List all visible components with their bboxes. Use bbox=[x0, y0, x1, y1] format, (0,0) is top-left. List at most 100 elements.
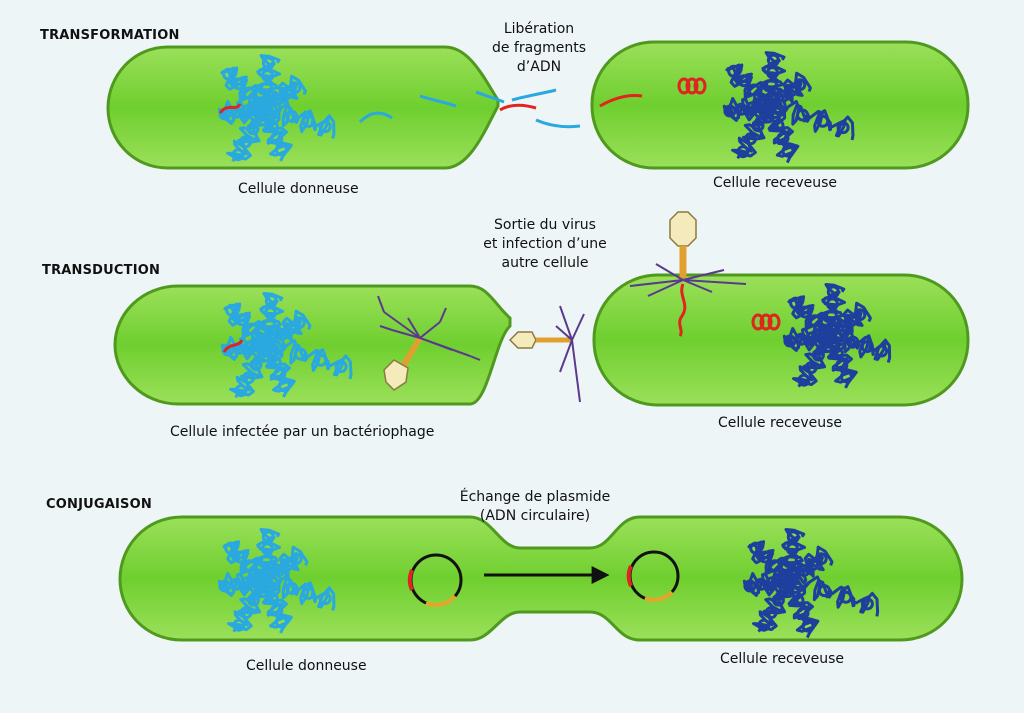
dna-loop bbox=[270, 131, 284, 145]
free-dna-fragment bbox=[535, 118, 581, 129]
dna-loop bbox=[791, 594, 805, 607]
dna-loop bbox=[221, 343, 235, 357]
dna-loop bbox=[285, 581, 299, 595]
dna-loop bbox=[776, 131, 790, 145]
red-dna-loop bbox=[685, 77, 699, 95]
integrated-red-dna bbox=[751, 313, 781, 331]
event-label-line: et infection d’une bbox=[483, 236, 607, 252]
dna-strand bbox=[261, 309, 312, 355]
free-dna-fragment bbox=[475, 90, 505, 104]
dna-loop bbox=[302, 114, 315, 128]
dna-strand bbox=[256, 577, 293, 634]
dna-loop bbox=[757, 618, 771, 632]
event-label-line: Échange de plasmide bbox=[459, 489, 611, 505]
transduction-donor-label: Cellule infectée par un bactériophage bbox=[170, 424, 435, 440]
dna-strand bbox=[821, 332, 858, 389]
dna-loop bbox=[273, 367, 287, 381]
dna-loop bbox=[235, 313, 249, 327]
transformation-donor-label: Cellule donneuse bbox=[238, 181, 359, 197]
dna-loop bbox=[318, 120, 332, 134]
dna-loop bbox=[801, 619, 815, 633]
dna-loop bbox=[242, 86, 256, 100]
dna-loop bbox=[811, 348, 825, 362]
dna-loop bbox=[785, 83, 798, 97]
free-dna-fragment bbox=[419, 94, 457, 108]
injected-red-dna bbox=[678, 283, 687, 337]
dna-loop bbox=[830, 347, 844, 361]
dna-strand bbox=[226, 105, 270, 163]
dna-loop bbox=[796, 606, 810, 620]
donor-red-dna-segment bbox=[222, 339, 244, 353]
dna-loop bbox=[294, 347, 307, 361]
donor-chromosome bbox=[217, 528, 336, 634]
dna-loop bbox=[789, 296, 803, 310]
dna-loop bbox=[239, 606, 253, 620]
dna-loop bbox=[263, 306, 277, 320]
dna-loop bbox=[246, 593, 260, 607]
dna-loop bbox=[747, 83, 761, 97]
recipient-chromosome bbox=[722, 51, 855, 164]
dna-loop bbox=[814, 552, 828, 566]
dna-loop bbox=[839, 590, 853, 604]
donor-chromosome bbox=[220, 292, 353, 399]
dna-loop bbox=[785, 542, 799, 556]
donor-cell bbox=[106, 45, 500, 170]
dna-loop bbox=[260, 554, 273, 568]
dna-strand bbox=[783, 545, 834, 591]
dna-loop bbox=[234, 384, 248, 398]
bacteriophage-inside-cell bbox=[377, 295, 481, 391]
dna-strand bbox=[763, 71, 812, 116]
dna-loop bbox=[231, 148, 245, 162]
dna-loop bbox=[785, 554, 798, 568]
transferred-plasmid bbox=[626, 550, 680, 602]
dna-loop bbox=[232, 77, 246, 91]
event-label-line: d’ADN bbox=[516, 59, 562, 75]
dna-loop bbox=[281, 558, 295, 572]
transformation-title: TRANSFORMATION bbox=[40, 28, 180, 43]
dna-loop bbox=[751, 119, 765, 133]
dna-loop bbox=[766, 66, 779, 80]
dna-loop bbox=[242, 371, 255, 385]
dna-loop bbox=[835, 358, 849, 372]
released-red-dna-fragment bbox=[499, 103, 537, 112]
dna-loop bbox=[270, 603, 284, 617]
conjugation-event-label: Échange de plasmide (ADN circulaire) bbox=[450, 488, 620, 526]
integrated-red-dna bbox=[677, 77, 707, 95]
dna-loop bbox=[836, 121, 850, 135]
transformation-recipient-label: Cellule receveuse bbox=[713, 175, 838, 191]
dna-loop bbox=[764, 606, 778, 620]
dna-loop bbox=[875, 344, 889, 358]
bacteriophage-infecting-cell bbox=[629, 211, 747, 337]
dna-loop bbox=[261, 69, 274, 83]
dna-loop bbox=[314, 353, 328, 367]
red-dna-loop bbox=[693, 77, 707, 95]
dna-loop bbox=[783, 334, 797, 348]
dna-loop bbox=[222, 67, 236, 81]
recipient-chromosome bbox=[782, 283, 892, 389]
dna-loop bbox=[860, 597, 874, 611]
dna-loop bbox=[766, 53, 780, 67]
event-label-line: (ADN circulaire) bbox=[479, 508, 591, 524]
transduction-title: TRANSDUCTION bbox=[42, 263, 161, 278]
free-dna-fragment bbox=[511, 88, 557, 102]
dna-loop bbox=[826, 285, 840, 299]
dna-loop bbox=[771, 593, 785, 607]
red-dna-loop bbox=[767, 313, 781, 331]
dna-loop bbox=[816, 114, 830, 128]
dna-loop bbox=[275, 328, 289, 341]
dna-loop bbox=[268, 356, 282, 370]
dna-loop bbox=[793, 78, 807, 92]
dna-loop bbox=[797, 564, 811, 577]
dna-loop bbox=[768, 559, 782, 573]
donor-red-dna-segment bbox=[218, 103, 242, 114]
dna-loop bbox=[285, 109, 299, 123]
dna-loop bbox=[771, 119, 785, 132]
dna-loop bbox=[243, 559, 257, 573]
dna-loop bbox=[334, 360, 348, 374]
dna-loop bbox=[233, 550, 247, 564]
dna-loop bbox=[727, 64, 741, 78]
dna-loop bbox=[265, 120, 279, 134]
dna-loop bbox=[288, 81, 302, 95]
recipient-chromosome bbox=[742, 528, 880, 639]
